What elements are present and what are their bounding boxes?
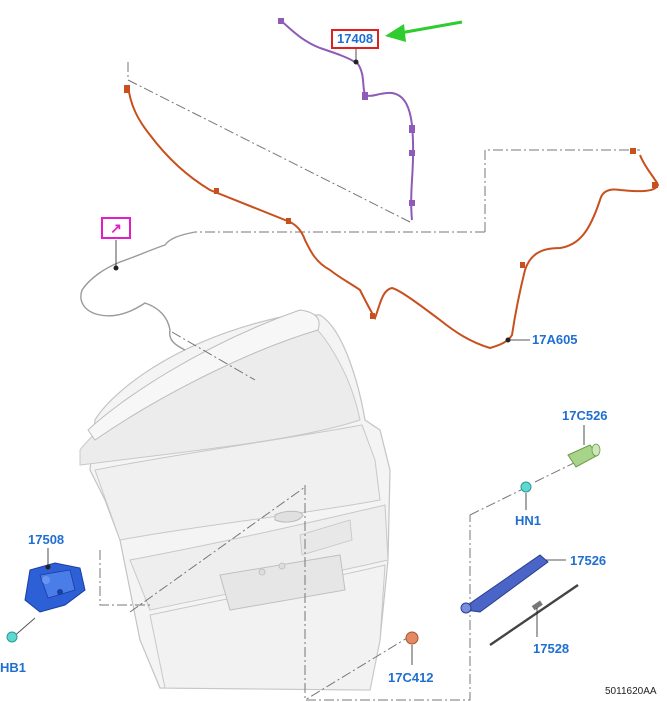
bolt-hb1 — [6, 617, 36, 643]
liftgate-inner-harness — [80, 231, 196, 351]
harness-clips — [278, 18, 415, 206]
washer-hose-clips — [124, 85, 658, 319]
washer-hose-17a605 — [127, 84, 660, 350]
zoom-detail-icon[interactable]: ↗ — [101, 217, 131, 239]
wiper-arm-17526 — [460, 554, 566, 614]
liftgate-body — [79, 309, 391, 691]
callout-hb1: HB1 — [0, 660, 27, 675]
diagonal-arrow-icon: ↗ — [110, 220, 122, 236]
callout-17508: 17508 — [28, 532, 65, 547]
callout-17526: 17526 — [570, 553, 607, 568]
motor-leader-dot — [45, 564, 51, 570]
cover-cap-17c412 — [405, 631, 419, 665]
nut-hn1 — [520, 481, 532, 510]
hose-connector-17c526 — [567, 425, 601, 468]
figure-reference: 5011620AA — [605, 686, 657, 697]
wiper-blade-17528 — [489, 584, 579, 646]
callout-17c526: 17C526 — [562, 408, 608, 423]
callout-17408: 17408 — [331, 29, 380, 49]
callout-17528: 17528 — [533, 641, 570, 656]
wiper-motor-17508 — [24, 562, 86, 613]
wiper-harness-17408 — [279, 19, 415, 221]
callout-17c412: 17C412 — [388, 670, 434, 685]
hose-leader — [505, 337, 530, 343]
callout-hn1: HN1 — [515, 513, 542, 528]
callout-17a605: 17A605 — [532, 332, 578, 347]
pointer-arrow — [385, 20, 463, 42]
